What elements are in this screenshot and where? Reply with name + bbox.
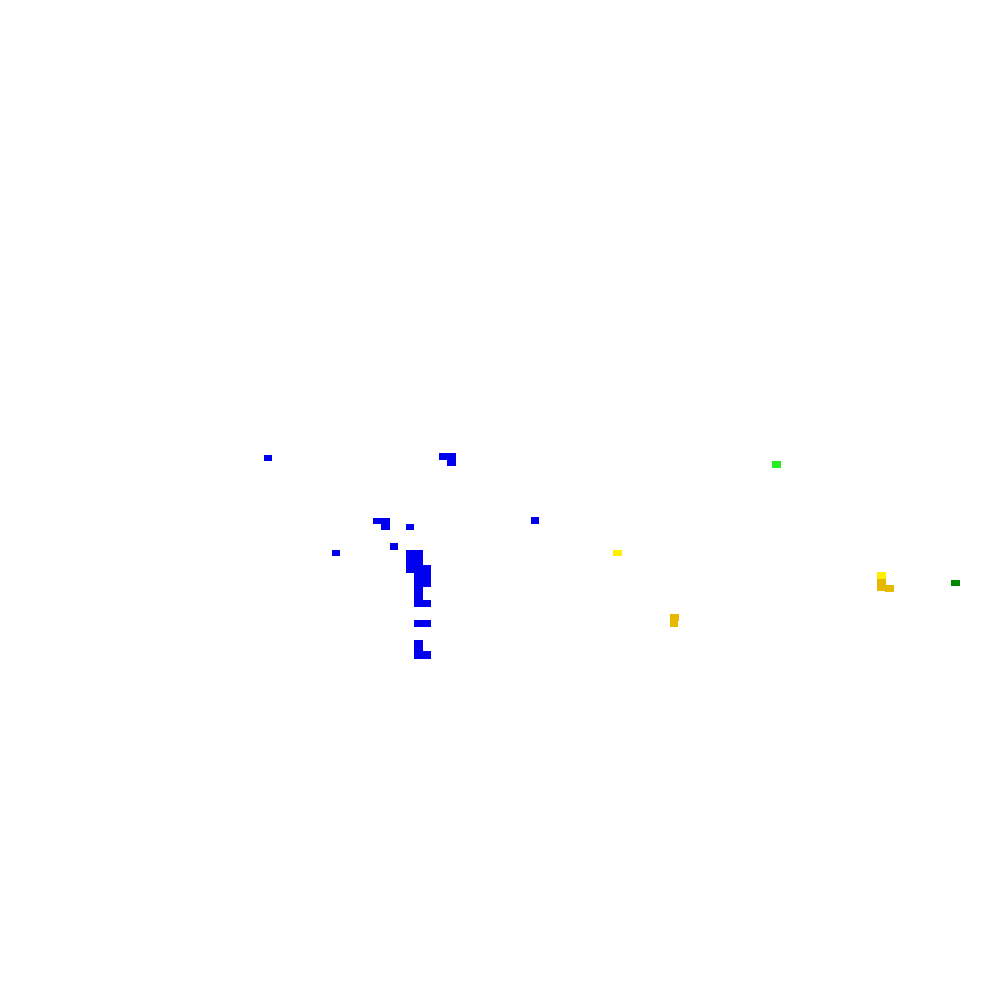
pixel-block bbox=[406, 524, 414, 530]
pixel-block bbox=[264, 455, 272, 461]
pixel-block bbox=[877, 579, 886, 591]
pixel-block bbox=[613, 550, 622, 556]
pixel-block bbox=[381, 523, 390, 530]
pixel-block bbox=[447, 459, 456, 466]
pixel-block bbox=[373, 518, 390, 524]
pixel-block bbox=[670, 620, 678, 627]
pixel-block bbox=[772, 461, 781, 468]
pixel-block bbox=[332, 550, 340, 556]
pixel-block bbox=[877, 572, 886, 580]
pixel-block bbox=[414, 600, 431, 607]
pixel-block bbox=[414, 586, 423, 601]
pixel-block bbox=[414, 640, 423, 652]
pixel-block bbox=[390, 543, 398, 550]
pixel-block bbox=[531, 517, 539, 524]
pixel-block bbox=[439, 453, 456, 460]
pixel-block bbox=[414, 651, 431, 659]
pixel-block bbox=[414, 572, 431, 587]
pixel-block bbox=[885, 585, 894, 592]
pixel-block bbox=[670, 614, 679, 621]
pixel-block bbox=[951, 580, 960, 586]
pixel-block bbox=[414, 620, 431, 627]
pixel-block bbox=[406, 565, 431, 573]
pixel-block bbox=[406, 550, 423, 566]
